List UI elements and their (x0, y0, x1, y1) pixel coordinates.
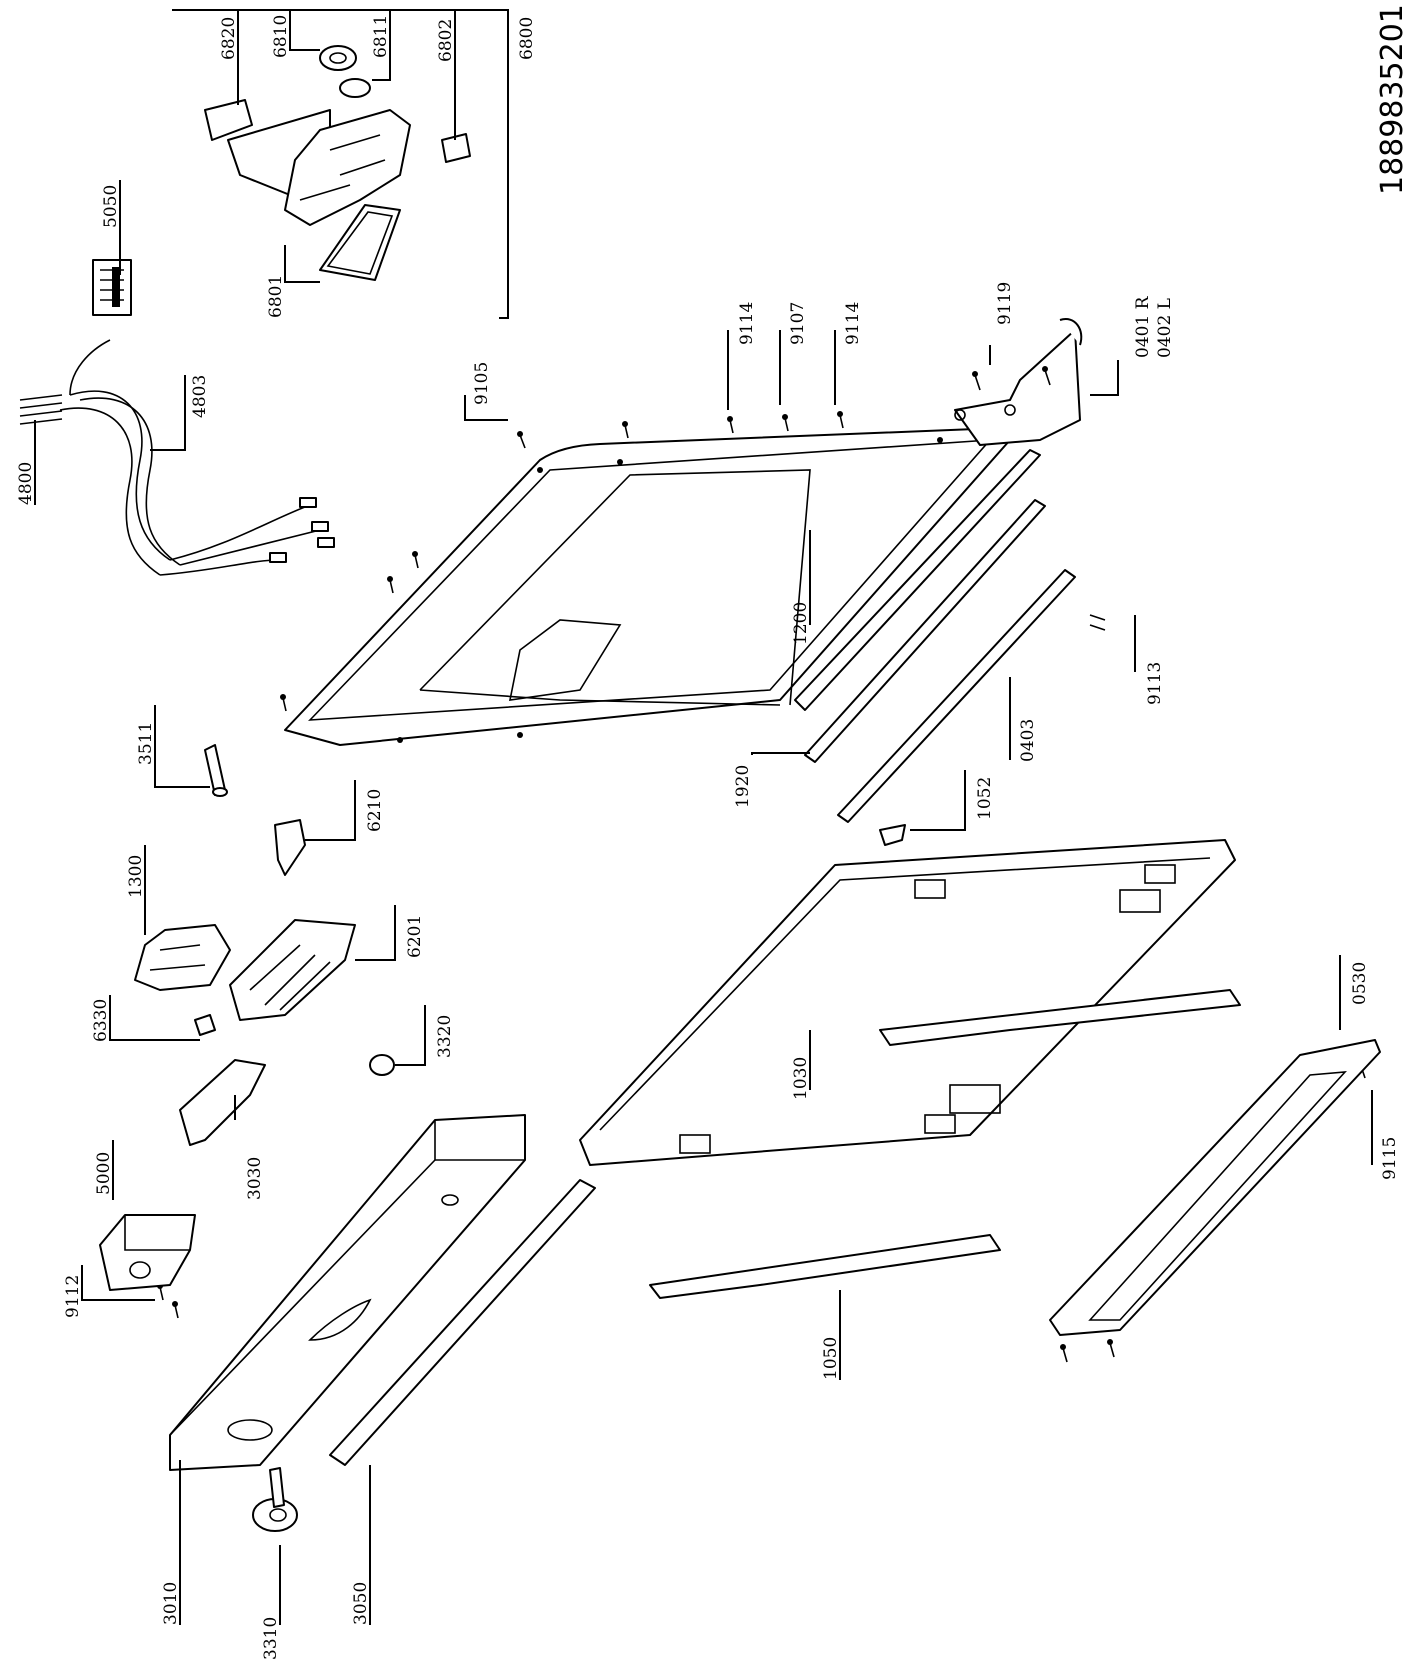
label-6801: 6801 (266, 275, 286, 318)
label-6802: 6802 (436, 19, 456, 62)
label-3050: 3050 (351, 1582, 371, 1625)
label-6201: 6201 (405, 915, 425, 958)
button-cap-drawing (369, 1054, 395, 1076)
label-6820: 6820 (219, 17, 239, 60)
label-0402-l: 0402 L (1155, 298, 1175, 358)
label-6810: 6810 (271, 15, 291, 58)
label-5000: 5000 (94, 1152, 114, 1195)
wiring-harness-drawing (19, 339, 335, 576)
label-9114-b: 9114 (843, 302, 863, 345)
switch-drawing (274, 819, 306, 876)
label-1920: 1920 (733, 765, 753, 808)
hinge-drawing (954, 318, 1083, 446)
plinth-panel-drawing (1049, 1039, 1381, 1336)
label-4800: 4800 (16, 462, 36, 505)
door-lock-module-drawing (134, 924, 231, 991)
part-labels: 6820 6810 6811 6802 6800 5050 6801 4803 … (16, 15, 1400, 1660)
label-9112: 9112 (63, 1275, 83, 1318)
motor-box-drawing (99, 1214, 196, 1291)
label-0530: 0530 (1350, 962, 1370, 1005)
label-6800: 6800 (517, 17, 537, 60)
label-0403: 0403 (1018, 719, 1038, 762)
document-number: 18898352​01 (1375, 4, 1408, 195)
lower-rail-drawing (649, 1234, 1001, 1299)
label-5050: 5050 (101, 185, 121, 228)
label-6330: 6330 (91, 999, 111, 1042)
panel-rail-drawing (879, 989, 1241, 1046)
leader-lines (34, 9, 1373, 1625)
label-9113: 9113 (1145, 662, 1165, 705)
label-9119: 9119 (995, 282, 1015, 325)
label-3030: 3030 (245, 1157, 265, 1200)
outer-door-panel-drawing (579, 839, 1236, 1166)
door-strips-drawing (794, 449, 1076, 823)
control-panel-plate-drawing (92, 259, 132, 316)
label-1050: 1050 (821, 1337, 841, 1380)
label-9115: 9115 (1380, 1137, 1400, 1180)
label-3310: 3310 (261, 1617, 281, 1660)
label-6811: 6811 (371, 15, 391, 58)
label-3511: 3511 (136, 722, 156, 765)
lever-drawing (179, 1059, 266, 1146)
clip-drawing (879, 824, 906, 846)
label-1052: 1052 (975, 777, 995, 820)
label-3320: 3320 (435, 1015, 455, 1058)
label-9107: 9107 (788, 302, 808, 345)
label-4803: 4803 (190, 375, 210, 418)
label-1300: 1300 (126, 855, 146, 898)
spacer-drawing (204, 744, 228, 797)
label-9114-a: 9114 (737, 302, 757, 345)
label-1030: 1030 (791, 1057, 811, 1100)
dispenser-assembly-drawing (204, 45, 471, 281)
label-3010: 3010 (161, 1582, 181, 1625)
trim-strip-drawing (329, 1179, 596, 1466)
screws-drawing (157, 366, 1366, 1363)
label-0401-r: 0401 R (1133, 295, 1153, 358)
connector-drawing (194, 1014, 216, 1036)
control-panel-housing-drawing (169, 1114, 526, 1471)
label-9105: 9105 (472, 362, 492, 405)
knob-drawing (252, 1467, 298, 1532)
inner-door-panel-drawing (284, 427, 1011, 746)
label-6210: 6210 (365, 789, 385, 832)
control-module-drawing (229, 919, 356, 1021)
label-1200: 1200 (791, 602, 811, 645)
